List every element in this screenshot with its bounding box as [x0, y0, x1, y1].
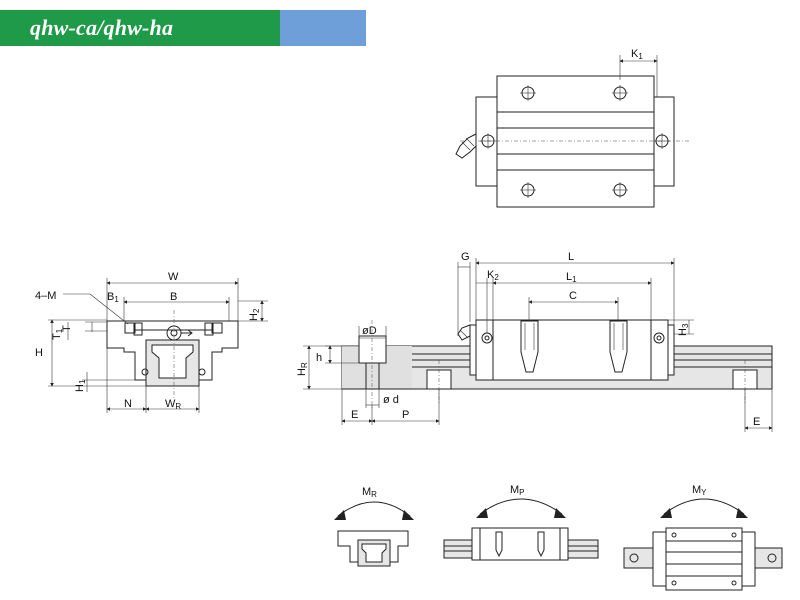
page-title: qhw-ca/qhw-ha	[30, 15, 174, 40]
dim-hr: HR	[296, 362, 309, 376]
header-blue-block	[280, 10, 366, 46]
moment-mp-icon: MP	[443, 484, 599, 561]
dim-h2: H2	[248, 308, 261, 321]
dim-h-small: h	[316, 352, 322, 364]
top-view: K1	[455, 48, 690, 208]
grease-nipple-icon	[455, 133, 477, 159]
dim-4m: 4–M	[35, 290, 56, 302]
front-view: W B B1 4–M T T1 H H1 H2	[35, 271, 268, 413]
header-bar: qhw-ca/qhw-ha	[0, 10, 366, 46]
mounting-hole	[520, 182, 536, 198]
dim-e-right: E	[753, 416, 760, 428]
dim-g: G	[461, 251, 470, 263]
dim-l: L	[568, 251, 574, 263]
moment-my-icon: MY	[623, 484, 783, 591]
dim-c: C	[569, 290, 577, 302]
svg-text:MY: MY	[692, 484, 707, 497]
dim-b1: B1	[107, 291, 119, 304]
mounting-hole	[520, 85, 536, 101]
dim-d-small: ø d	[383, 394, 399, 406]
side-view: G L K2 L1 C H3 øD HR	[296, 251, 773, 432]
dim-d-large: øD	[362, 325, 377, 337]
moment-mr-icon: MR	[334, 486, 414, 567]
dim-p: P	[402, 409, 409, 421]
dim-h3: H3	[677, 323, 690, 336]
dim-t1: T1	[51, 328, 64, 340]
dim-wr: WR	[165, 398, 181, 411]
dim-t: T	[61, 325, 73, 332]
dim-l1: L1	[566, 271, 577, 284]
svg-text:MR: MR	[362, 486, 377, 499]
dim-e: E	[351, 409, 358, 421]
dim-k2: K2	[487, 269, 499, 282]
dim-h: H	[35, 347, 43, 359]
mounting-hole	[612, 182, 628, 198]
svg-text:MP: MP	[510, 484, 525, 497]
dim-n: N	[124, 398, 132, 410]
dim-b: B	[170, 291, 177, 303]
mounting-hole	[612, 85, 628, 101]
dim-w: W	[168, 271, 179, 283]
dim-h1: H1	[74, 379, 87, 392]
header-green-block	[0, 10, 280, 46]
dim-k1: K1	[631, 48, 643, 61]
